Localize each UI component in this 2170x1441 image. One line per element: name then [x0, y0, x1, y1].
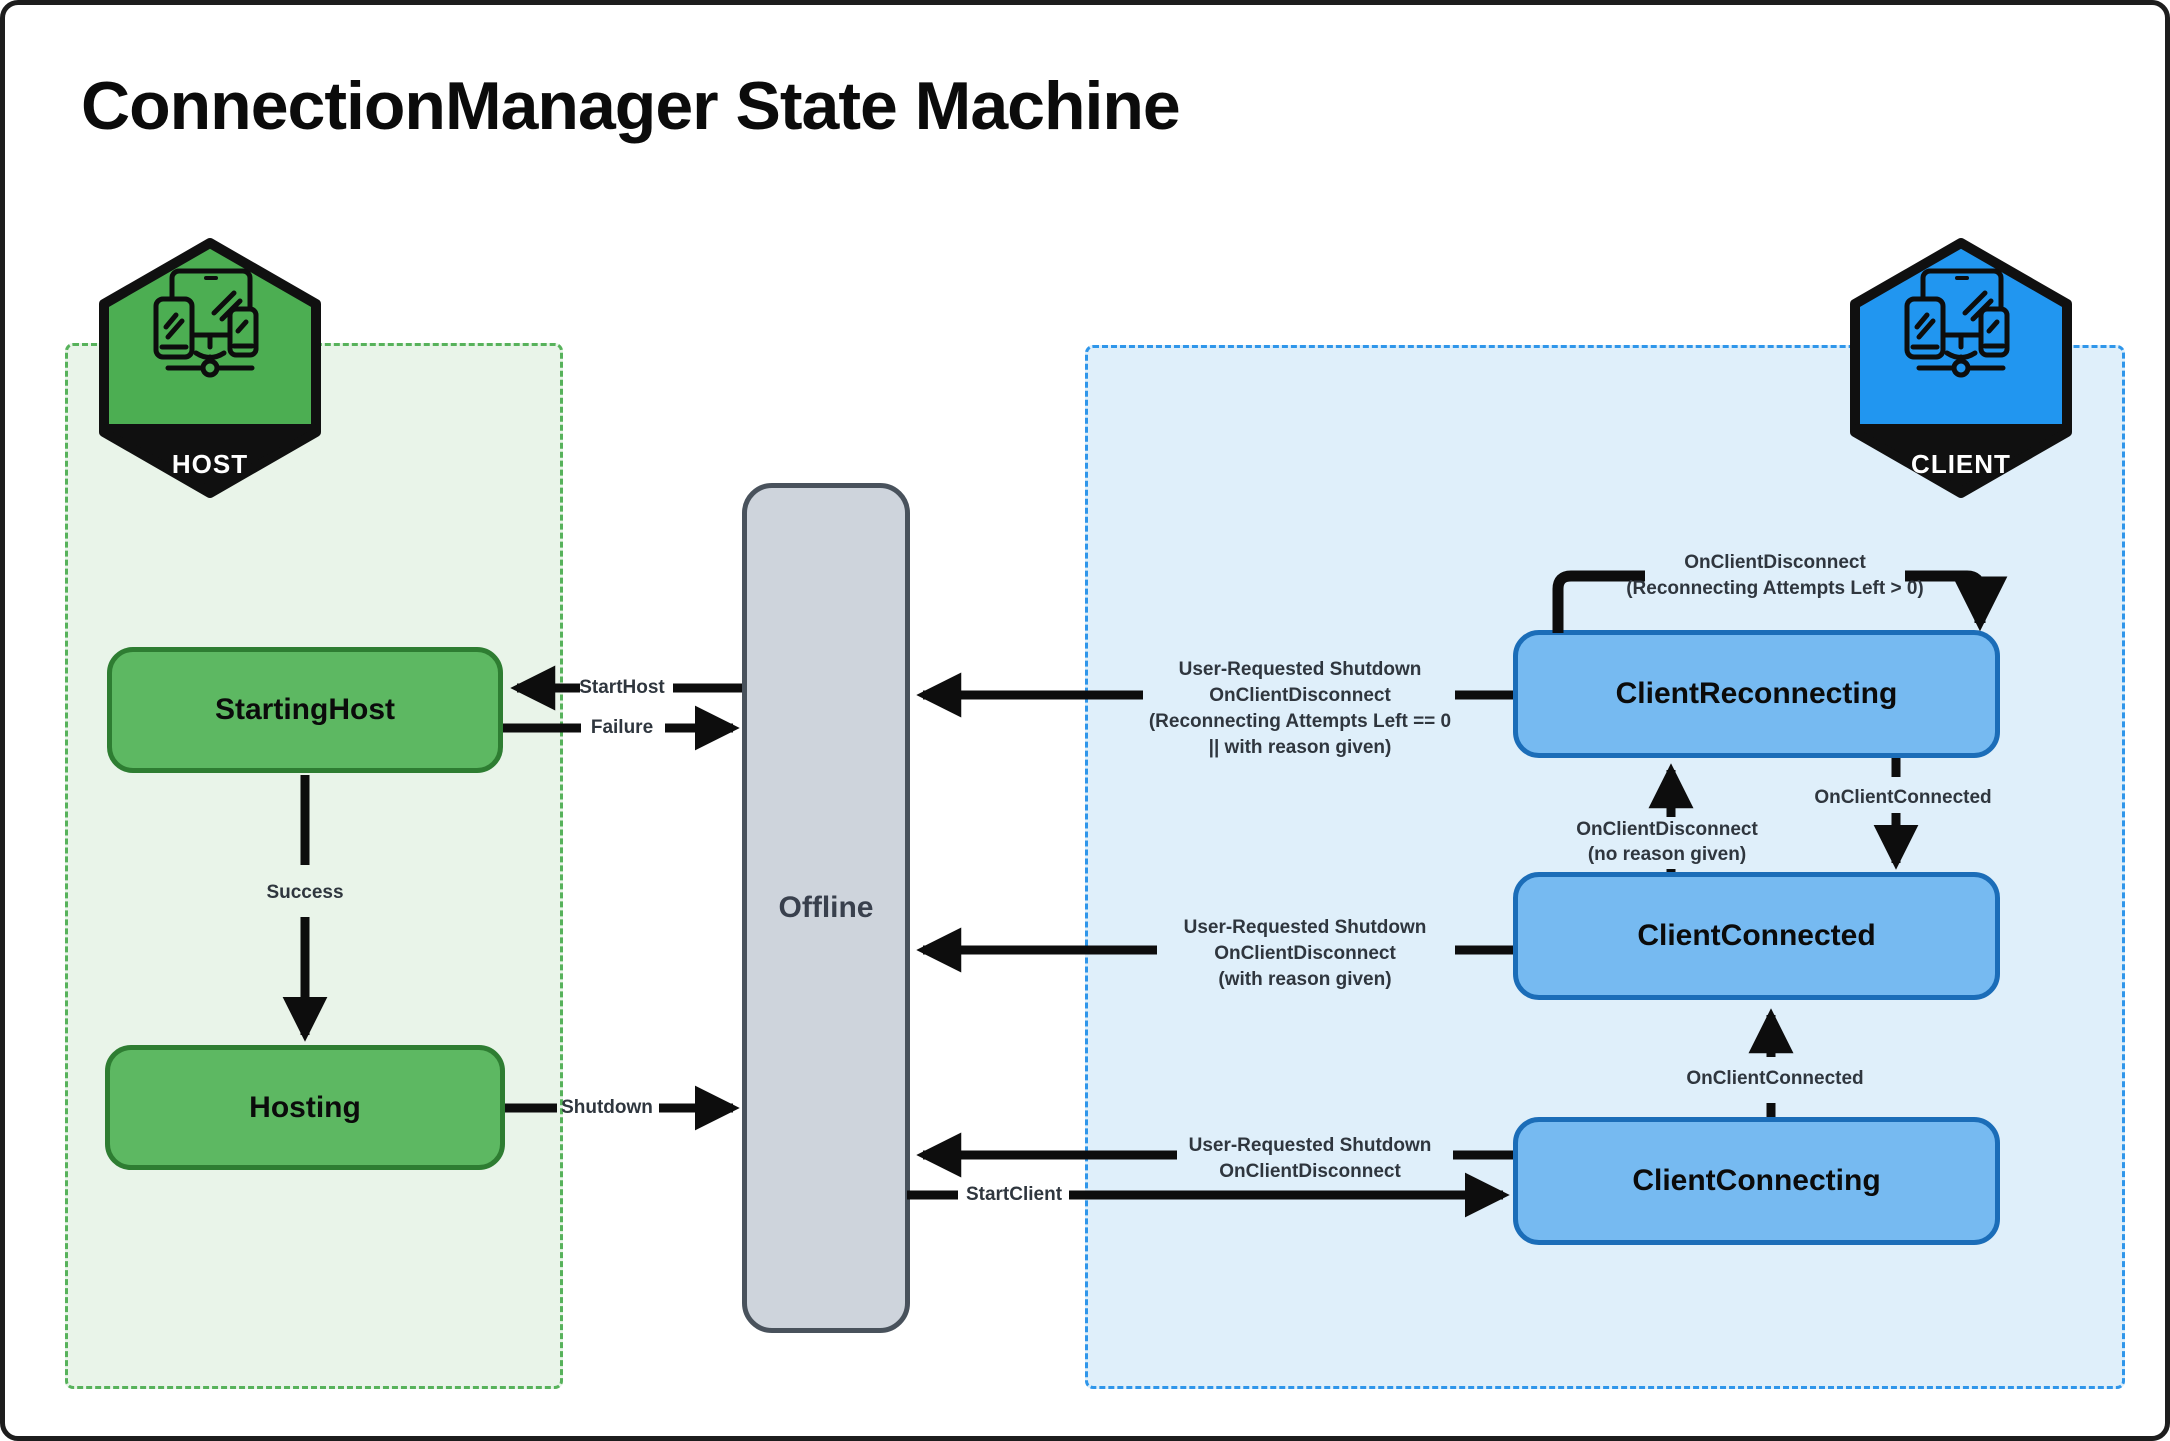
state-client-connected-label: ClientConnected: [1637, 919, 1876, 952]
host-region: [65, 343, 563, 1389]
state-starting-host-label: StartingHost: [215, 693, 395, 726]
state-offline-label: Offline: [778, 891, 874, 924]
transition-label-connecting-to-offline: User-Requested Shutdown OnClientDisconne…: [1188, 1135, 1432, 1182]
client-badge-label: CLIENT: [1911, 449, 2011, 479]
transition-label-failure: Failure: [590, 717, 654, 738]
transition-label-connected-to-offline: User-Requested Shutdown OnClientDisconne…: [1183, 917, 1427, 990]
client-badge-band: [1853, 424, 2069, 495]
transition-label-reconnecting-to-connected: OnClientConnected: [1814, 787, 1992, 808]
transition-label-success: Success: [266, 882, 344, 903]
state-hosting: Hosting: [105, 1045, 505, 1170]
host-badge-band: [102, 424, 318, 495]
state-client-reconnecting: ClientReconnecting: [1513, 630, 2000, 758]
host-badge-label: HOST: [172, 449, 248, 479]
client-badge: CLIENT: [1850, 238, 2072, 498]
state-client-reconnecting-label: ClientReconnecting: [1615, 677, 1898, 710]
state-starting-host: StartingHost: [107, 647, 503, 773]
transition-label-start-client: StartClient: [965, 1184, 1063, 1205]
state-offline: Offline: [742, 483, 910, 1333]
transition-label-shutdown: Shutdown: [561, 1097, 653, 1118]
host-badge: HOST: [99, 238, 321, 498]
state-client-connected: ClientConnected: [1513, 872, 2000, 1000]
state-hosting-label: Hosting: [249, 1090, 361, 1124]
transition-label-connecting-to-connected: OnClientConnected: [1686, 1068, 1864, 1089]
transition-label-reconnecting-to-offline: User-Requested Shutdown OnClientDisconne…: [1148, 659, 1452, 758]
state-client-connecting: ClientConnecting: [1513, 1117, 2000, 1245]
state-client-connecting-label: ClientConnecting: [1632, 1164, 1881, 1197]
transition-label-reconnect-loop: OnClientDisconnect (Reconnecting Attempt…: [1626, 552, 1924, 599]
transition-label-disconnect-no-reason: OnClientDisconnect (no reason given): [1576, 819, 1758, 865]
page-title: ConnectionManager State Machine: [81, 68, 1181, 144]
transition-label-start-host: StartHost: [579, 677, 665, 698]
